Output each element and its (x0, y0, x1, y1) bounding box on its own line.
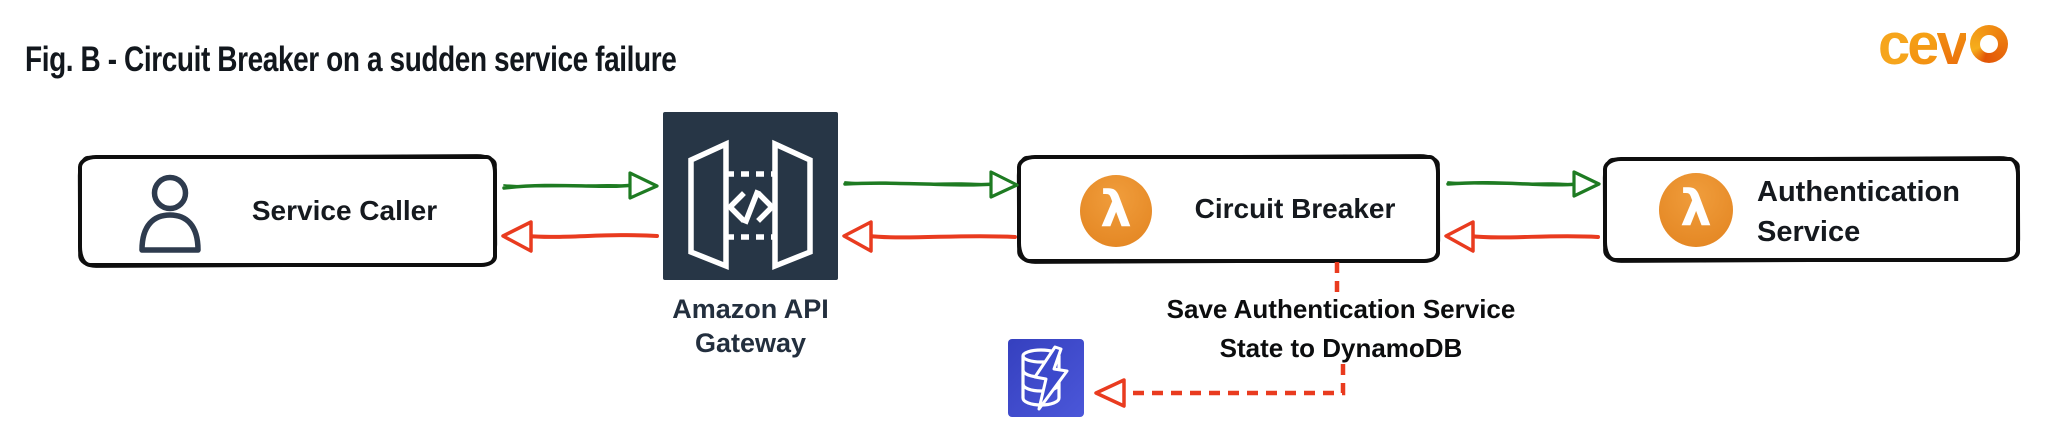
logo-letter-e: e (1907, 12, 1939, 77)
dashed-connector-arrow-head (1094, 378, 1126, 408)
lambda-glyph: λ (1680, 179, 1712, 237)
circuit-breaker-node: λ Circuit Breaker (1017, 155, 1440, 263)
logo-letter-o-ring (1969, 25, 2008, 63)
lambda-glyph: λ (1100, 180, 1132, 238)
auth-service-label-line1: Authentication (1757, 176, 1960, 208)
api-gateway-label: Amazon API Gateway (628, 292, 873, 360)
logo-letter-v: v (1936, 12, 1969, 77)
api-gateway-icon (663, 112, 838, 280)
auth-service-label: Authentication Service (1757, 172, 1960, 252)
user-icon (139, 174, 201, 253)
lambda-icon: λ (1080, 175, 1152, 247)
service-caller-label: Service Caller (251, 195, 438, 226)
service-caller-node: Service Caller (78, 155, 497, 267)
api-gateway-label-line2: Gateway (694, 328, 807, 358)
api-gateway-label-line1: Amazon API (672, 294, 829, 324)
figure-title: Fig. B - Circuit Breaker on a sudden ser… (25, 40, 677, 79)
auth-service-node: λ Authentication Service (1603, 157, 2020, 262)
annotation-line2: State to DynamoDB (1219, 333, 1463, 363)
annotation-line1: Save Authentication Service (1166, 294, 1516, 324)
dynamodb-icon (1008, 339, 1084, 417)
logo-letter-c: c (1878, 12, 1910, 77)
circuit-breaker-label: Circuit Breaker (1194, 193, 1396, 224)
lambda-icon: λ (1659, 173, 1733, 247)
auth-service-label-line2: Service (1757, 216, 1861, 248)
dynamodb-annotation: Save Authentication Service State to Dyn… (1115, 290, 1567, 368)
cevo-logo: c e v (1878, 16, 2008, 74)
